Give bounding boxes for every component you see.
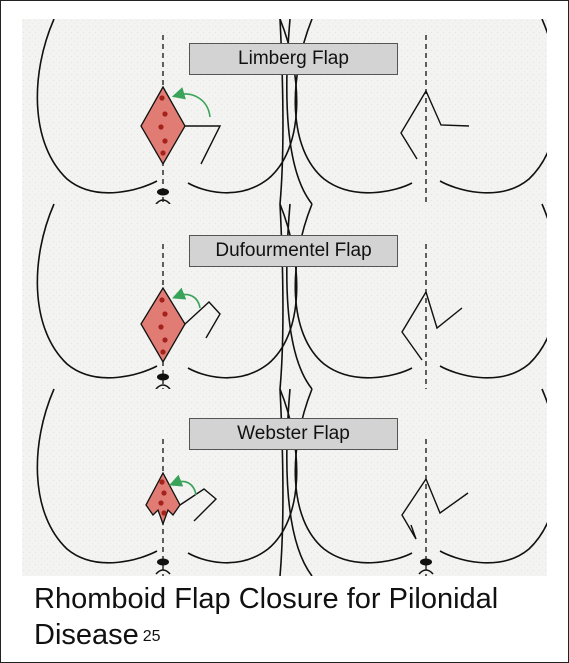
caption-reference: 25: [143, 628, 161, 645]
row-dufourmentel: [22, 204, 547, 389]
panel-label-dufourmentel: Dufourmentel Flap: [189, 235, 398, 267]
caption-text: Rhomboid Flap Closure for Pilonidal Dise…: [34, 583, 498, 651]
panel-label-limberg: Limberg Flap: [189, 43, 398, 75]
figure-caption: Rhomboid Flap Closure for Pilonidal Dise…: [34, 581, 554, 653]
flap-diagram: [22, 19, 547, 576]
panel-label-webster: Webster Flap: [189, 418, 398, 450]
flap-diagram-panels: Limberg Flap Dufourmentel Flap Webster F…: [22, 19, 547, 576]
